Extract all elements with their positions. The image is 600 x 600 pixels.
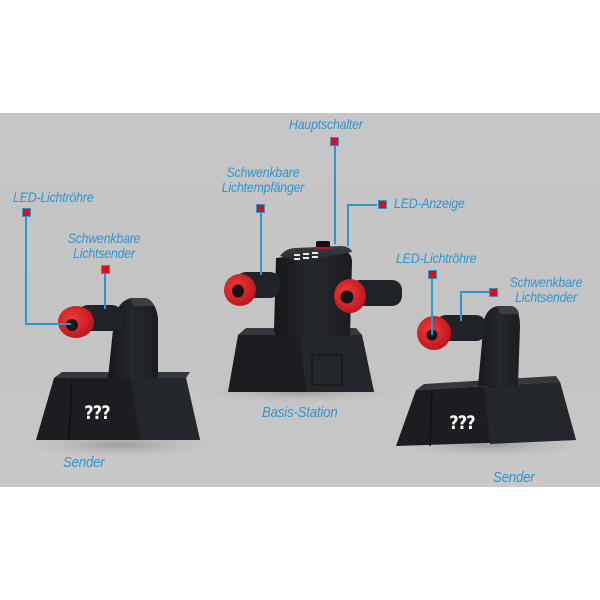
left-swivel-sender-label: Schwenkbare Lichtsender [58, 231, 150, 261]
base-station-device [224, 241, 402, 392]
left-sender-caption: Sender [63, 454, 105, 471]
right-sender-caption: Sender [493, 469, 535, 486]
left-swivel-sender-leader [104, 274, 106, 309]
led-display-leader-v [347, 204, 349, 246]
right-swivel-sender-label: Schwenkbare Lichtsender [504, 275, 588, 305]
left-swivel-sender-label-line1: Schwenkbare [67, 230, 141, 246]
left-led-tube-marker [22, 208, 31, 217]
right-swivel-sender-leader-h [460, 291, 490, 293]
right-sender-mark: ??? [449, 412, 475, 434]
left-sender-device [36, 298, 200, 441]
right-led-tube-leader [431, 279, 433, 335]
swivel-receiver-marker [256, 204, 265, 213]
led-display-marker [378, 200, 387, 209]
led-display-label: LED-Anzeige [394, 195, 465, 211]
left-led-tube-leader-v [25, 217, 27, 325]
swivel-receiver-label-line1: Schwenkbare [226, 164, 300, 180]
swivel-receiver-label: Schwenkbare Lichtempfänger [212, 165, 314, 195]
left-sender-mark: ??? [84, 402, 110, 424]
right-swivel-sender-leader-v [460, 291, 462, 321]
left-led-tube-label: LED-Lichtröhre [13, 189, 94, 205]
right-swivel-sender-marker [489, 288, 498, 297]
left-swivel-sender-marker [101, 265, 110, 274]
led-display-leader-h [347, 204, 377, 206]
swivel-receiver-leader [260, 213, 262, 275]
right-swivel-sender-label-line2: Lichtsender [515, 289, 577, 305]
right-led-tube-marker [428, 270, 437, 279]
right-swivel-sender-label-line1: Schwenkbare [509, 274, 583, 290]
right-led-tube-label: LED-Lichtröhre [396, 250, 477, 266]
swivel-receiver-label-line2: Lichtempfänger [221, 179, 305, 195]
main-switch-marker [330, 137, 339, 146]
right-sender-device [396, 306, 576, 447]
left-led-tube-leader-h [25, 323, 71, 325]
main-switch-label: Hauptschalter [289, 116, 363, 132]
base-station-caption: Basis-Station [262, 404, 338, 421]
left-swivel-sender-label-line2: Lichtsender [73, 245, 135, 261]
main-switch-leader [334, 146, 336, 244]
